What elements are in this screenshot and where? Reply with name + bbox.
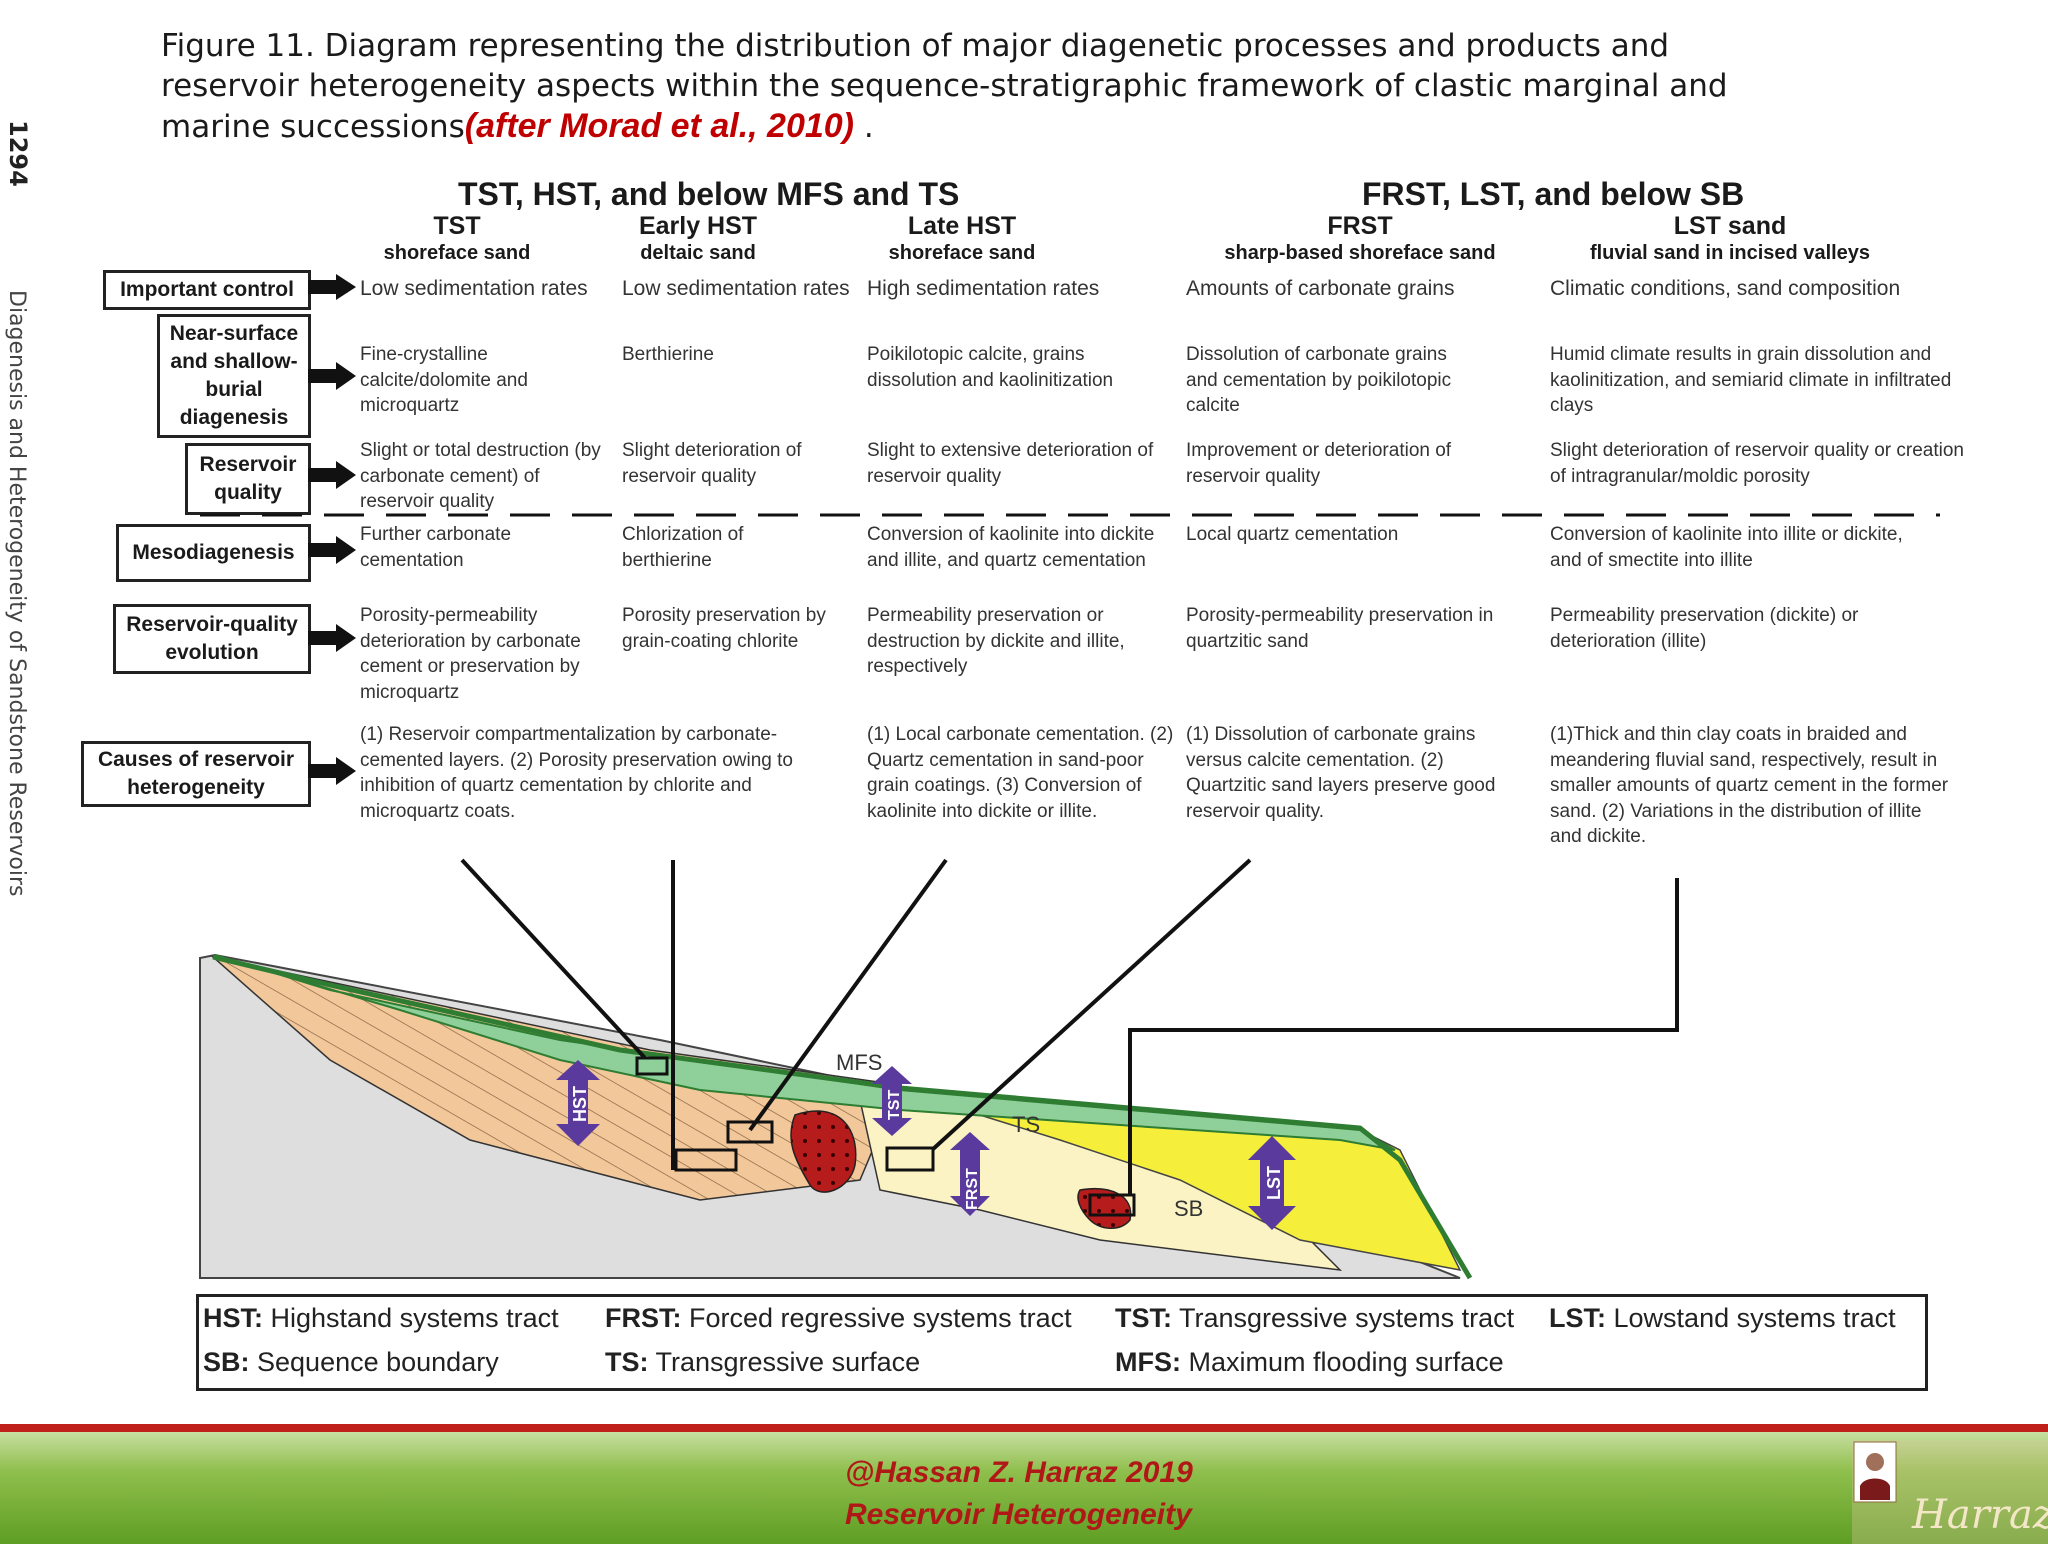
group-header-tst-hst: TST, HST, and below MFS and TS xyxy=(458,176,960,212)
legend-ts: TS: Transgressive surface xyxy=(605,1347,921,1377)
connector-lines xyxy=(460,858,1679,1195)
running-title: Diagenesis and Heterogeneity of Sandston… xyxy=(4,290,29,897)
row-label-causes-of-heterogeneity: Causes of reservoir heterogeneity xyxy=(81,741,311,807)
caption-end: . xyxy=(854,109,874,145)
cell-causes-late-hst: (1) Local carbonate cementation. (2) Qua… xyxy=(867,724,1174,822)
arrow-reservoir-quality xyxy=(308,461,356,489)
cell-evolution-frst: Porosity-permeability preservation in qu… xyxy=(1186,605,1494,652)
cell-diagenesis-tst: Fine-crystalline calcite/dolomite and mi… xyxy=(360,344,528,416)
arrow-evolution xyxy=(308,624,356,652)
cell-meso-late-hst: Conversion of kaolinite into dickite and… xyxy=(867,524,1155,571)
legend-lst: LST: Lowstand systems tract xyxy=(1549,1303,1896,1333)
cell-meso-tst: Further carbonate cementation xyxy=(360,524,512,571)
cell-control-tst: Low sedimentation rates xyxy=(360,277,588,300)
column-header-early-hst: Early HST xyxy=(638,212,758,240)
box-lst xyxy=(1088,1193,1136,1217)
lst-arrow xyxy=(1248,1136,1296,1230)
row-label-mesodiagenesis: Mesodiagenesis xyxy=(116,524,311,582)
cell-quality-lst: Slight deterioration of reservoir qualit… xyxy=(1550,440,1964,487)
connector-tst xyxy=(460,858,647,1060)
box-tst xyxy=(635,1056,669,1076)
cell-causes-tst-early-hst: (1) Reservoir compartmentalization by ca… xyxy=(360,724,793,822)
box-early-hst xyxy=(674,1148,738,1172)
cell-diagenesis-late-hst: Poikilotopic calcite, grains dissolution… xyxy=(867,344,1114,391)
cell-quality-tst: Slight or total destruction (by carbonat… xyxy=(360,440,601,512)
cell-control-lst: Climatic conditions, sand composition xyxy=(1550,277,1901,300)
row-arrows xyxy=(308,274,356,785)
connector-frst xyxy=(930,858,1252,1152)
connector-boxes xyxy=(635,1056,1136,1217)
row-label-important-control: Important control xyxy=(103,270,311,310)
legend-tst: TST: Transgressive systems tract xyxy=(1115,1303,1515,1333)
cell-diagenesis-lst: Humid climate results in grain dissoluti… xyxy=(1550,344,1952,416)
column-header-tst: TST xyxy=(433,212,481,240)
footer-line-2: Reservoir Heterogeneity xyxy=(845,1498,1192,1531)
cell-meso-lst: Conversion of kaolinite into illite or d… xyxy=(1550,524,1903,571)
connector-lst xyxy=(1128,878,1679,1195)
column-sub-lst: fluvial sand in incised valleys xyxy=(1589,242,1871,264)
figure-caption: Figure 11. Diagram representing the dist… xyxy=(161,26,1761,147)
cell-control-frst: Amounts of carbonate grains xyxy=(1186,277,1455,300)
label-hst: HST xyxy=(570,1086,590,1122)
side-running-header: 1294 Diagenesis and Heterogeneity of San… xyxy=(0,120,40,896)
cell-quality-late-hst: Slight to extensive deterioration of res… xyxy=(867,440,1154,487)
cell-quality-early-hst: Slight deterioration of reservoir qualit… xyxy=(622,440,802,487)
portrait-icon xyxy=(1866,1453,1884,1471)
frst-arrow xyxy=(950,1132,990,1216)
legend-hst: HST: Highstand systems tract xyxy=(203,1303,559,1333)
cell-diagenesis-frst: Dissolution of carbonate grains and ceme… xyxy=(1186,344,1452,416)
arrow-causes xyxy=(308,757,356,785)
cell-causes-lst: (1)Thick and thin clay coats in braided … xyxy=(1550,724,1949,847)
column-header-frst: FRST xyxy=(1327,212,1393,240)
row-label-reservoir-quality-evolution: Reservoir-quality evolution xyxy=(113,604,311,674)
cell-evolution-tst: Porosity-permeability deterioration by c… xyxy=(360,605,581,703)
cell-causes-frst: (1) Dissolution of carbonate grains vers… xyxy=(1186,724,1496,822)
cell-meso-early-hst: Chlorization of berthierine xyxy=(622,524,744,571)
cell-diagenesis-early-hst: Berthierine xyxy=(622,344,714,365)
hst-arrow xyxy=(556,1060,600,1146)
column-sub-tst: shoreface sand xyxy=(383,242,531,264)
author-logo: Harraz xyxy=(1852,1440,2048,1544)
legend-frst: FRST: Forced regressive systems tract xyxy=(605,1303,1072,1333)
box-late-hst xyxy=(726,1120,774,1144)
footer-banner: @Hassan Z. Harraz 2019 Reservoir Heterog… xyxy=(0,1424,2048,1544)
label-sb: SB xyxy=(1174,1196,1203,1221)
footer-line-1: @Hassan Z. Harraz 2019 xyxy=(845,1456,1193,1489)
column-sub-early-hst: deltaic sand xyxy=(640,242,756,264)
legend-mfs: MFS: Maximum flooding surface xyxy=(1115,1347,1504,1377)
legend-box: HST: Highstand systems tract FRST: Force… xyxy=(196,1294,1928,1391)
label-frst: FRST xyxy=(964,1168,981,1210)
cell-evolution-lst: Permeability preservation (dickite) or d… xyxy=(1550,605,1859,652)
label-mfs: MFS xyxy=(836,1050,882,1075)
connector-late-hst xyxy=(748,858,948,1132)
group-header-frst-lst: FRST, LST, and below SB xyxy=(1362,176,1745,212)
cell-meso-frst: Local quartz cementation xyxy=(1186,524,1399,545)
column-header-lst: LST sand xyxy=(1673,212,1787,240)
cross-section-diagram: MFS TS SB HST TST FRST LST xyxy=(199,274,1940,1280)
box-frst xyxy=(885,1146,935,1172)
arrow-near-surface xyxy=(308,362,356,390)
caption-reference: (after Morad et al., 2010) xyxy=(464,107,855,145)
footer-credit: @Hassan Z. Harraz 2019 Reservoir Heterog… xyxy=(845,1452,1193,1536)
label-ts: TS xyxy=(1012,1112,1040,1137)
tst-arrow xyxy=(872,1066,912,1136)
label-lst: LST xyxy=(1264,1166,1284,1200)
label-tst: TST xyxy=(886,1090,903,1120)
page-number: 1294 xyxy=(4,120,32,187)
cell-control-late-hst: High sedimentation rates xyxy=(867,277,1100,300)
cell-evolution-early-hst: Porosity preservation by grain-coating c… xyxy=(622,605,826,652)
cell-quality-frst: Improvement or deterioration of reservoi… xyxy=(1186,440,1452,487)
caption-text: Figure 11. Diagram representing the dist… xyxy=(161,28,1728,145)
column-header-late-hst: Late HST xyxy=(907,212,1017,240)
cell-evolution-late-hst: Permeability preservation or destruction… xyxy=(867,605,1125,677)
row-label-near-surface-diagenesis: Near-surface and shallow-burial diagenes… xyxy=(157,314,311,438)
cell-control-early-hst: Low sedimentation rates xyxy=(622,277,850,300)
arrow-mesodiagenesis xyxy=(308,536,356,564)
svg-text:Harraz: Harraz xyxy=(1911,1492,2048,1538)
arrow-important-control xyxy=(308,274,356,300)
column-sub-late-hst: shoreface sand xyxy=(888,242,1036,264)
column-sub-frst: sharp-based shoreface sand xyxy=(1224,242,1496,264)
legend-sb: SB: Sequence boundary xyxy=(203,1347,499,1377)
red-cement-body xyxy=(790,1110,857,1193)
